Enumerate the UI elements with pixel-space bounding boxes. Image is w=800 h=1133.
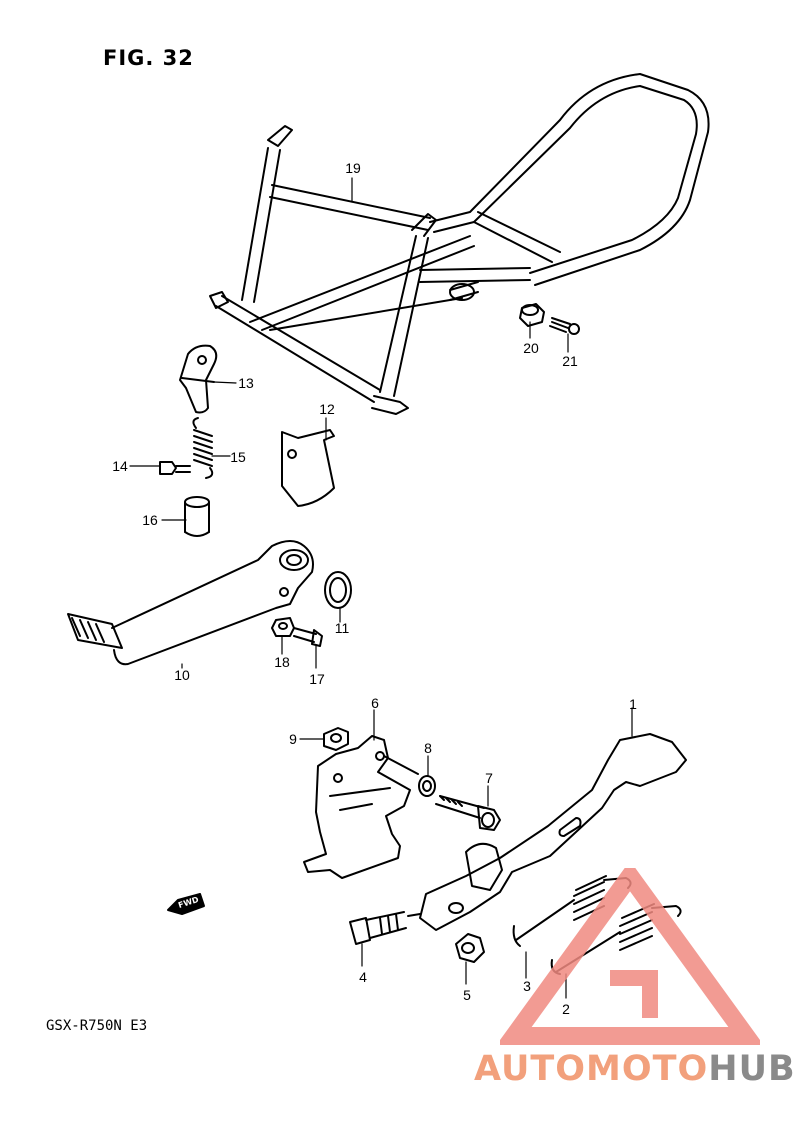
pivot-washer bbox=[418, 775, 436, 797]
bracket-bolt bbox=[159, 461, 191, 475]
side-stand bbox=[419, 733, 687, 931]
callout-21: 21 bbox=[562, 353, 578, 369]
callout-9: 9 bbox=[289, 731, 297, 747]
callout-10: 10 bbox=[174, 667, 190, 683]
callout-14: 14 bbox=[112, 458, 128, 474]
callout-15: 15 bbox=[230, 449, 246, 465]
return-spring bbox=[192, 417, 214, 479]
pivot-bolt bbox=[435, 795, 501, 831]
watermark-text: AUTOMOTOHUB bbox=[474, 1049, 796, 1089]
callout-5: 5 bbox=[463, 987, 471, 1003]
rubber-stopper bbox=[519, 303, 545, 327]
side-stand-bracket bbox=[303, 735, 419, 879]
stopper-screw bbox=[549, 317, 580, 335]
callout-1: 1 bbox=[629, 696, 637, 712]
callout-11: 11 bbox=[334, 620, 350, 636]
stand-stopper-plate bbox=[281, 429, 335, 507]
callout-17: 17 bbox=[309, 671, 325, 687]
forward-arrow-icon bbox=[167, 893, 205, 915]
bracket-nut bbox=[323, 727, 349, 751]
model-code: GSX-R750N E3 bbox=[46, 1018, 148, 1034]
callout-13: 13 bbox=[238, 375, 254, 391]
spring-bracket bbox=[179, 344, 218, 414]
callout-3: 3 bbox=[523, 978, 531, 994]
callout-6: 6 bbox=[371, 695, 379, 711]
stand-nut bbox=[455, 933, 485, 963]
spacer-collar bbox=[184, 496, 210, 537]
lever-bolt bbox=[293, 627, 323, 647]
callout-12: 12 bbox=[319, 401, 335, 417]
watermark-logo-icon bbox=[500, 868, 760, 1045]
callout-20: 20 bbox=[523, 340, 539, 356]
callout-2: 2 bbox=[562, 1001, 570, 1017]
callout-18: 18 bbox=[274, 654, 290, 670]
center-stand-frame bbox=[209, 73, 710, 415]
watermark-text-part1: AUTOMOTO bbox=[474, 1049, 709, 1089]
callout-8: 8 bbox=[424, 740, 432, 756]
figure-title: FIG. 32 bbox=[103, 46, 194, 70]
gear-shift-lever bbox=[67, 540, 314, 666]
lever-washer bbox=[324, 571, 352, 609]
watermark-text-part2: HUB bbox=[708, 1049, 796, 1089]
stand-bolt bbox=[349, 911, 421, 945]
callout-16: 16 bbox=[142, 512, 158, 528]
lever-nut bbox=[271, 617, 295, 637]
callout-7: 7 bbox=[485, 770, 493, 786]
callout-4: 4 bbox=[359, 969, 367, 985]
callout-19: 19 bbox=[345, 160, 361, 176]
